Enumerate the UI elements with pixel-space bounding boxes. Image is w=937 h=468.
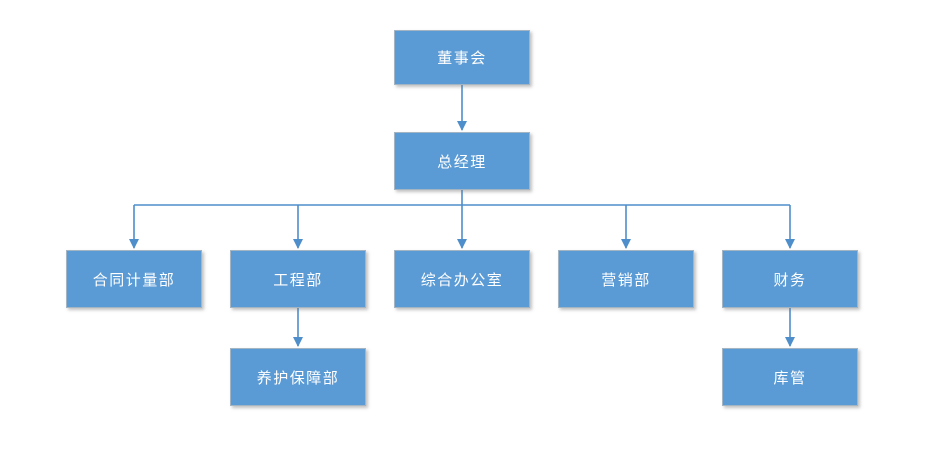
org-node-label: 董事会 [437, 49, 487, 67]
org-node-maintenance-support-dept: 养护保障部 [230, 348, 366, 406]
org-node-label: 库管 [773, 368, 807, 387]
org-node-label: 工程部 [273, 270, 323, 289]
org-node-label: 总经理 [437, 152, 487, 171]
org-node-board-of-directors: 董事会 [394, 30, 530, 85]
org-node-finance: 财务 [722, 250, 858, 308]
org-node-general-manager: 总经理 [394, 132, 530, 190]
org-node-label: 合同计量部 [92, 270, 176, 289]
org-node-label: 营销部 [601, 270, 651, 289]
org-node-label: 养护保障部 [256, 368, 340, 387]
org-node-contract-measurement-dept: 合同计量部 [66, 250, 202, 308]
org-node-label: 综合办公室 [420, 270, 504, 289]
org-node-warehouse-manager: 库管 [722, 348, 858, 406]
org-node-general-office: 综合办公室 [394, 250, 530, 308]
org-node-engineering-dept: 工程部 [230, 250, 366, 308]
org-node-marketing-dept: 营销部 [558, 250, 694, 308]
org-node-label: 财务 [773, 270, 807, 289]
